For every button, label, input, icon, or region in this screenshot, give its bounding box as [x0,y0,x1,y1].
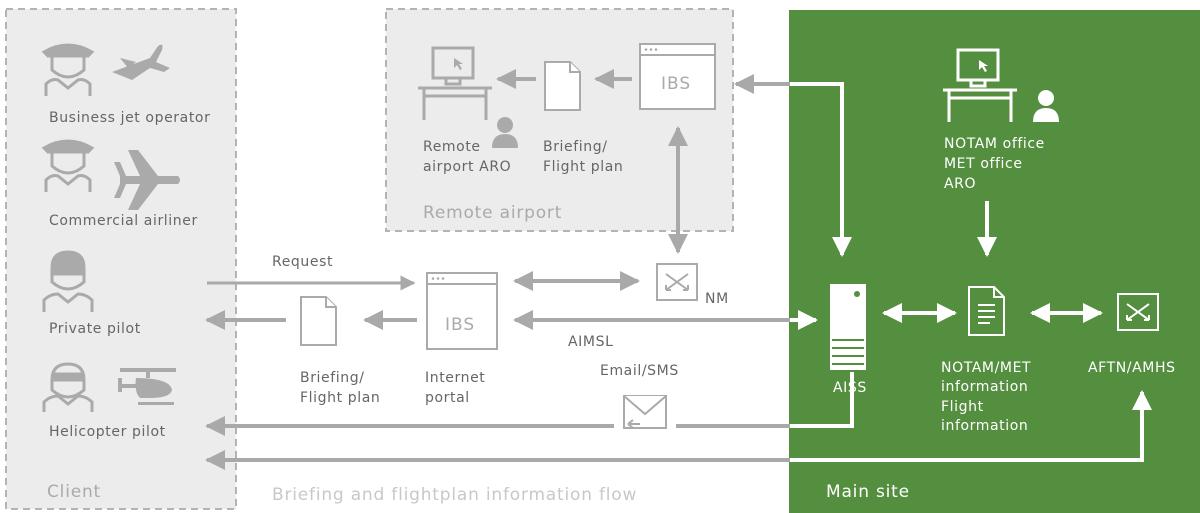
office-label-line3: ARO [944,176,976,192]
helicopter-icon [118,368,176,405]
browser-window-icon [639,43,716,110]
envelope-icon [623,395,667,429]
portal-label-line1: Internet [425,370,485,386]
remote-briefing-label-line1: Briefing/ [543,139,608,155]
pilot-icon [41,139,95,192]
client-region-label: Client [47,482,101,502]
briefing-label-line2: Flight plan [300,390,380,406]
server-icon [830,284,866,370]
portal-label-line2: portal [425,390,470,406]
remote-airport-panel [385,8,734,232]
helicopter-pilot-label: Helicopter pilot [49,424,166,440]
email-sms-label: Email/SMS [600,363,679,379]
pilot-icon [42,250,94,312]
business-jet-label: Business jet operator [49,110,210,126]
document-icon [544,61,581,111]
remote-aro-label-line2: airport ARO [423,159,511,175]
portal-ibs-label: IBS [445,315,475,335]
main-site-region-label: Main site [826,482,910,502]
main-site-panel [789,10,1200,513]
document-icon [968,286,1005,336]
notam-label-line2: information [941,379,1028,395]
client-panel [5,8,237,510]
person-icon [1033,90,1059,122]
briefing-label-line1: Briefing/ [300,370,365,386]
pilot-icon [42,362,94,412]
browser-window-icon [426,272,498,350]
notam-label-line1: NOTAM/MET [941,360,1031,376]
aftn-label: AFTN/AMHS [1088,360,1176,376]
workstation-icon [943,48,1017,122]
remote-briefing-label-line2: Flight plan [543,159,623,175]
arrow [790,372,854,428]
private-pilot-label: Private pilot [49,321,141,337]
commercial-airliner-label: Commercial airliner [49,213,198,229]
aimsl-label: AIMSL [568,334,613,350]
network-switch-icon [656,263,698,301]
nm-label: NM [705,291,729,307]
remote-ibs-label: IBS [661,74,691,94]
person-icon [492,117,518,148]
office-label-line2: MET office [944,156,1023,172]
aiss-label: AISS [833,380,867,396]
office-label-line1: NOTAM office [944,136,1045,152]
flow-caption: Briefing and flightplan information flow [272,485,637,505]
workstation-icon [418,46,492,120]
arrow [790,390,1152,462]
network-switch-icon [1117,293,1159,331]
remote-airport-region-label: Remote airport [423,203,562,223]
airplane-icon [112,44,170,80]
notam-label-line4: information [941,418,1028,434]
remote-aro-label-line1: Remote [423,139,481,155]
pilot-icon [41,43,95,96]
document-icon [300,296,337,346]
airplane-icon [114,150,180,210]
request-label: Request [272,254,333,270]
notam-label-line3: Flight [941,399,984,415]
